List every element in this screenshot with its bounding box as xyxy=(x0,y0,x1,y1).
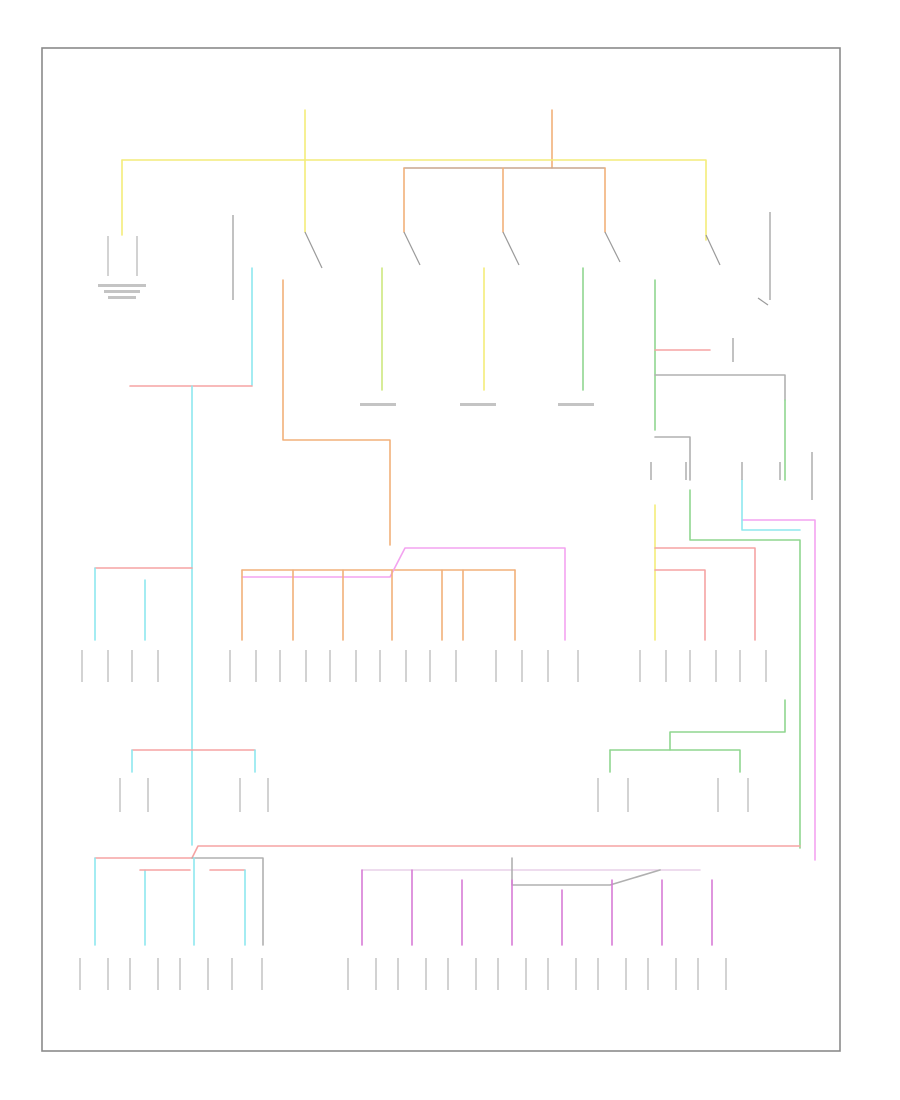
wire-orange-left-b xyxy=(282,279,391,546)
wire-red-right-row1 xyxy=(654,547,756,641)
wire-green-row2-right xyxy=(609,699,786,751)
wire-gray-bottom-splice xyxy=(511,857,661,886)
wire-pink-center-bus xyxy=(241,547,566,641)
wire-pink-right-c xyxy=(741,519,816,861)
component-top-left xyxy=(98,236,146,299)
bottom-left-drops xyxy=(94,857,246,946)
row1-components xyxy=(81,650,767,682)
wire-cyan-right-c xyxy=(741,479,801,531)
wire-red-bottom-bus xyxy=(94,845,801,859)
right-switches xyxy=(650,297,813,500)
wire-yellow-bus xyxy=(121,159,707,241)
center-drops xyxy=(241,569,516,641)
diagram-frame xyxy=(41,47,841,1052)
row2-components xyxy=(119,778,749,812)
bottom-right-drops xyxy=(361,869,713,946)
top-switches xyxy=(232,212,771,300)
wire-gray-bottom-bus xyxy=(191,857,264,946)
drop-labels xyxy=(360,403,594,406)
wire-gray-right-a xyxy=(654,374,786,401)
wire-red-right-row1b xyxy=(654,569,706,641)
wire-gray-right-b xyxy=(654,436,691,481)
wire-green-row2-right-b xyxy=(669,749,741,773)
wire-green-right-c xyxy=(689,489,801,849)
row3-components xyxy=(79,958,727,990)
